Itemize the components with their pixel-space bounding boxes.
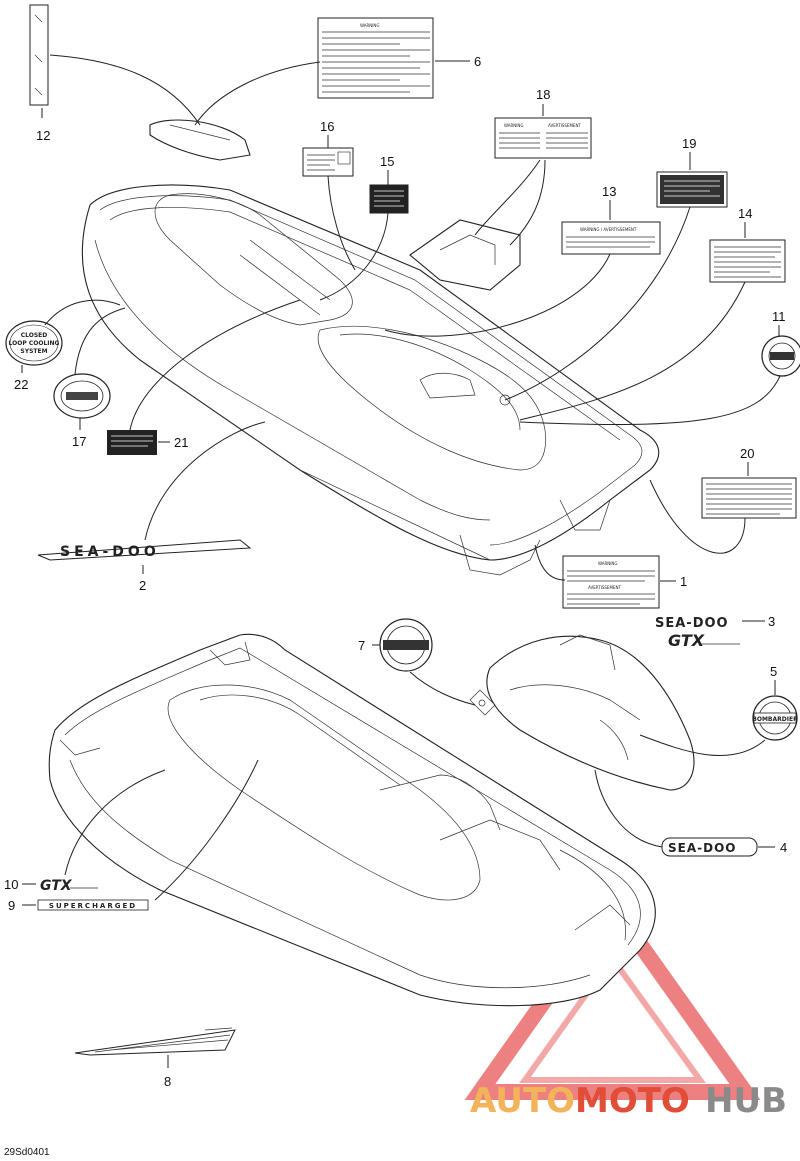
- callout-7: 7: [358, 638, 365, 653]
- callout-12: 12: [36, 128, 50, 143]
- top-watercraft-hull: [81, 184, 660, 576]
- decal-2: SEA-DOO: [37, 539, 252, 561]
- badge-7: [379, 618, 433, 672]
- badge-22-line1: CLOSED: [21, 332, 48, 339]
- callout-4: 4: [780, 840, 787, 855]
- front-cover-part: [486, 634, 695, 791]
- badge-22: CLOSED LOOP COOLING SYSTEM: [5, 320, 63, 366]
- callout-18: 18: [536, 87, 550, 102]
- label-1-avertissement: AVERTISSEMENT: [588, 585, 621, 590]
- decal-3-seadoo: SEA-DOO: [655, 616, 729, 631]
- label-6-title: WARNING: [360, 23, 380, 28]
- callout-6: 6: [474, 54, 481, 69]
- badge-5: BOMBARDIER: [752, 695, 798, 741]
- callout-14: 14: [738, 206, 752, 221]
- label-18-avertissement: AVERTISSEMENT: [548, 123, 581, 128]
- decal-2-text: SEA-DOO: [60, 544, 160, 560]
- callout-9: 9: [8, 898, 15, 913]
- callout-3: 3: [768, 614, 775, 629]
- badge-22-line2: LOOP COOLING: [9, 340, 60, 347]
- decal-10-text: GTX: [40, 878, 73, 894]
- badge-11: [761, 335, 800, 377]
- badge-5-text: BOMBARDIER: [752, 716, 798, 723]
- label-13: WARNING / AVERTISSEMENT: [561, 221, 661, 255]
- callout-8: 8: [164, 1074, 171, 1089]
- callout-11: 11: [772, 309, 786, 324]
- decal-8: [74, 1027, 236, 1056]
- callout-21: 21: [174, 435, 188, 450]
- badge-17: [53, 373, 111, 419]
- bracket-part: [409, 219, 521, 291]
- decal-strip-12: [29, 4, 49, 106]
- label-21: [107, 430, 157, 455]
- callout-1: 1: [680, 574, 687, 589]
- callout-20: 20: [740, 446, 754, 461]
- callout-13: 13: [602, 184, 616, 199]
- callout-16: 16: [320, 119, 334, 134]
- decal-4-text: SEA-DOO: [668, 841, 736, 855]
- decal-3: SEA-DOO GTX: [655, 616, 740, 650]
- callout-5: 5: [770, 664, 777, 679]
- glovebox-cover-part: [149, 119, 251, 161]
- label-6: WARNING: [317, 17, 434, 99]
- callout-2: 2: [139, 578, 146, 593]
- decal-9: SUPERCHARGED: [37, 899, 149, 911]
- decal-10: GTX: [40, 878, 98, 894]
- watermark-hub: HUB: [705, 1081, 787, 1121]
- label-1: WARNING AVERTISSEMENT: [562, 555, 660, 609]
- label-14: [709, 239, 786, 283]
- label-20: [701, 477, 797, 519]
- callout-10: 10: [4, 877, 18, 892]
- watermark-moto: MOTO: [575, 1081, 690, 1121]
- label-15: [369, 184, 409, 214]
- decal-4: SEA-DOO: [661, 837, 758, 857]
- callout-22: 22: [14, 377, 28, 392]
- badge-22-line3: SYSTEM: [20, 348, 47, 355]
- label-16: [302, 147, 354, 177]
- watermark-auto: AUTO: [470, 1081, 575, 1121]
- label-18: WARNING AVERTISSEMENT: [494, 117, 592, 159]
- watermark-text: AUTO MOTO HUB: [470, 1081, 787, 1121]
- label-1-warning: WARNING: [598, 561, 618, 566]
- callout-17: 17: [72, 434, 86, 449]
- label-18-warning: WARNING: [504, 123, 524, 128]
- bottom-watercraft-hull: [48, 633, 656, 1007]
- callout-19: 19: [682, 136, 696, 151]
- decal-9-text: SUPERCHARGED: [49, 902, 137, 910]
- label-13-title: WARNING / AVERTISSEMENT: [580, 227, 637, 232]
- callout-15: 15: [380, 154, 394, 169]
- diagram-code: 29Sd0401: [4, 1147, 50, 1158]
- callouts: 12 6 16 15 18 19 13 14 11 20 1 22 17 21 …: [4, 54, 787, 1089]
- label-19: [656, 171, 728, 208]
- decal-3-gtx: GTX: [668, 631, 705, 650]
- steering-part: [469, 689, 496, 716]
- leader-lines: [21, 54, 781, 1068]
